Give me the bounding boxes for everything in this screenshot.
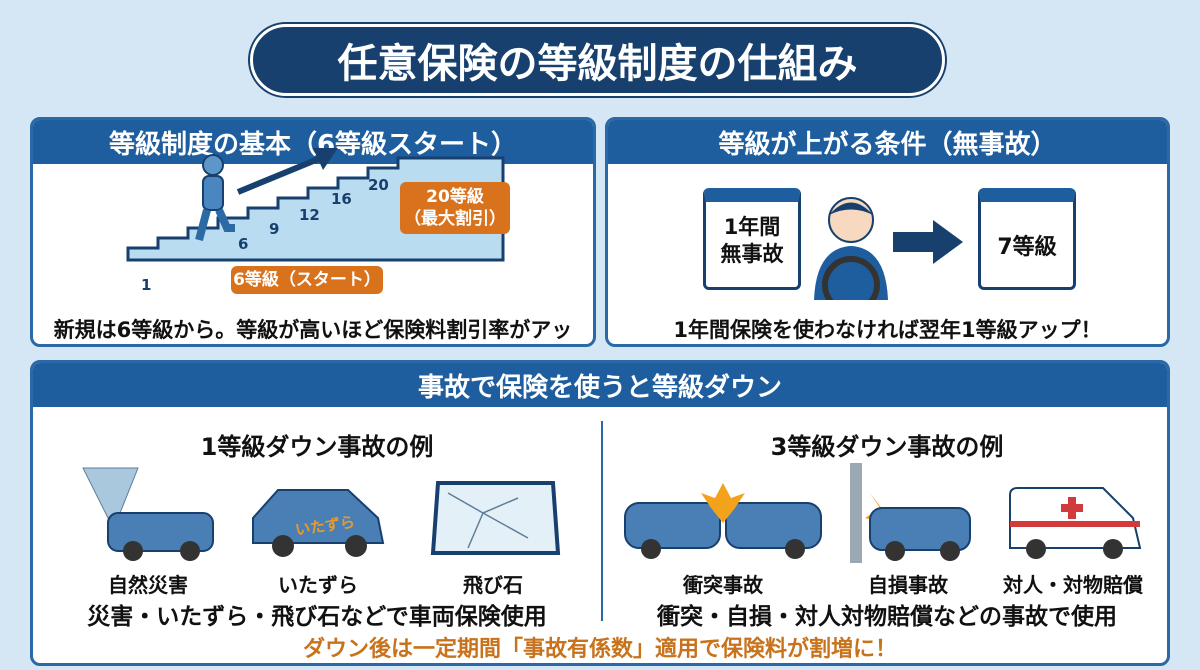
divider [601,421,603,621]
panel-caption: 新規は6等級から。等級が高いほど保険料割引率がアップ！ [53,318,573,342]
calendar-icon: 7等級 [978,188,1076,290]
panel-up: 等級が上がる条件（無事故） 1年間 無事故 7等級 1年間保険を使わなければ翌年… [605,117,1170,347]
step-label: 9 [269,220,280,238]
callout-max-line2: （最大割引） [404,209,506,229]
item-label: いたずら [278,573,358,597]
car-pole-illustration [850,463,971,563]
right-subtitle: 3等級ダウン事故の例 [770,433,1004,461]
step-label: 16 [331,190,352,208]
page-title: 任意保険の等級制度の仕組み [250,24,945,96]
item-label: 飛び石 [463,573,523,597]
right-summary: 衝突・自損・対人対物賠償などの事故で使用 [657,604,1117,630]
calendar-icon: 1年間 無事故 [703,188,801,290]
ambulance-illustration [1009,487,1142,559]
item-label: 自損事故 [868,573,948,597]
step-label: 20 [368,176,389,194]
cracked-windshield-illustration [430,481,561,555]
left-subtitle: 1等級ダウン事故の例 [200,433,434,461]
step-label: 12 [299,206,320,224]
car-graffiti-illustration [252,489,385,557]
step-label: 6 [238,235,249,253]
item-label: 対人・対物賠償 [1003,573,1143,597]
item-label: 衝突事故 [683,573,763,597]
calendar-text: 1年間 [723,215,781,239]
callout-start: 6等級（スタート） [231,266,383,294]
step-label: 1 [141,276,152,294]
car-collision-illustration [624,483,822,559]
car-tornado-illustration [82,467,214,561]
calendar-text: 無事故 [720,242,784,266]
item-label: 自然災害 [108,573,188,597]
panel-caption: 1年間保険を使わなければ翌年1等級アップ！ [673,318,1102,342]
arrow-right-icon [893,220,963,264]
driver-illustration [814,197,888,300]
callout-max-line1: 20等級 [426,187,484,207]
panel-header: 事故で保険を使うと等級ダウン [33,363,1167,407]
panel-basic: 等級制度の基本（6等級スタート） 1 6 9 12 16 20 6等級（スタート… [30,117,596,347]
callout-max: 20等級 （最大割引） [400,182,510,234]
panel-header: 等級が上がる条件（無事故） [608,120,1167,164]
calendar-text: 7等級 [997,234,1057,260]
left-summary: 災害・いたずら・飛び石などで車両保険使用 [87,604,547,630]
panel-header: 等級制度の基本（6等級スタート） [33,120,593,164]
panel-down: 事故で保険を使うと等級ダウン 1等級ダウン事故の例 3等級ダウン事故の例 いたず… [30,360,1170,666]
note: ダウン後は一定期間「事故有係数」適用で保険料が割増に！ [302,637,897,662]
